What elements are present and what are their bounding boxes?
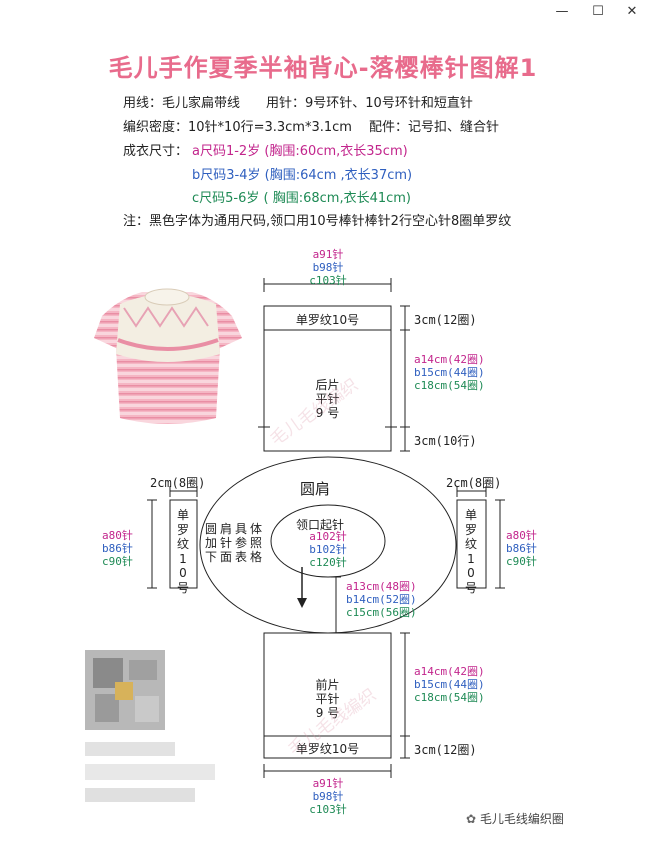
- yoke-title: 圆肩: [300, 480, 331, 498]
- front-name: 前片: [315, 678, 340, 692]
- left-sleeve-dim: 2cm(8圈): [150, 476, 206, 490]
- maximize-button[interactable]: ☐: [592, 4, 604, 19]
- front-needle: 9 号: [315, 706, 340, 720]
- vest-photo: [94, 288, 242, 424]
- blurred-image: [85, 650, 215, 802]
- gauge-info: 编织密度：10针*10行=3.3cm*3.1cm: [123, 120, 352, 135]
- neck-label: 领口起针: [296, 518, 345, 532]
- yoke-note-col1: 圆加下: [204, 522, 217, 564]
- back-length-b: b15cm(44圈): [414, 366, 485, 379]
- wechat-icon: ✿: [466, 812, 477, 826]
- needle-info: 用针：9号环针、10号环针和短直针: [266, 96, 473, 111]
- yoke-depth-c: c15cm(56圈): [346, 606, 417, 619]
- front-length-b: b15cm(44圈): [414, 678, 485, 691]
- left-sleeve-count-c: c90针: [102, 555, 133, 568]
- right-sleeve-dim: 2cm(8圈): [446, 476, 502, 490]
- neck-count-c: c120针: [309, 556, 347, 569]
- front-length-c: c18cm(54圈): [414, 691, 485, 704]
- back-name: 后片: [315, 378, 340, 392]
- right-sleeve-count-c: c90针: [506, 555, 537, 568]
- front-stitch: 平针: [315, 692, 340, 706]
- right-sleeve-count-b: b86针: [506, 542, 537, 555]
- size-label: 成衣尺寸：: [123, 144, 189, 159]
- note-info: 注：黑色字体为通用尺码,领口用10号棒针棒针2行空心针8圈单罗纹: [123, 214, 512, 229]
- back-top-count-c: c103针: [309, 274, 347, 287]
- back-needle: 9 号: [315, 406, 340, 420]
- back-top-count-a: a91针: [312, 248, 344, 261]
- close-button[interactable]: ✕: [626, 4, 638, 19]
- yarn-info: 用线：毛儿家扁带线: [123, 96, 241, 111]
- front-rib-label: 单罗纹10号: [295, 742, 360, 756]
- left-sleeve-count-b: b86针: [102, 542, 133, 555]
- yoke-note-col4: 体照格: [249, 522, 262, 564]
- yoke-depth-a: a13cm(48圈): [346, 580, 417, 593]
- front-bottom-dim: 3cm(12圈): [414, 743, 477, 757]
- yoke-note-col3: 具参表: [234, 522, 247, 564]
- back-length-c: c18cm(54圈): [414, 379, 485, 392]
- neck-count-b: b102针: [309, 543, 347, 556]
- yoke-depth-b: b14cm(52圈): [346, 593, 417, 606]
- back-stitch: 平针: [315, 392, 340, 406]
- minimize-button[interactable]: —: [555, 4, 569, 19]
- page-title: 毛儿手作夏季半袖背心-落樱棒针图解1: [108, 54, 538, 82]
- front-length-a: a14cm(42圈): [414, 665, 485, 678]
- accessories-info: 配件：记号扣、缝合针: [369, 120, 500, 135]
- right-sleeve-rib: 单罗纹10号: [464, 508, 477, 595]
- front-bottom-count-a: a91针: [312, 777, 344, 790]
- neck-count-a: a102针: [309, 530, 347, 543]
- back-length-a: a14cm(42圈): [414, 353, 485, 366]
- size-c-info: c尺码5-6岁 ( 胸围:68cm,衣长41cm): [192, 191, 412, 206]
- back-top-count-b: b98针: [312, 261, 344, 274]
- right-sleeve-count-a: a80针: [506, 529, 537, 542]
- back-bottom-dim: 3cm(10行): [414, 434, 477, 448]
- brand-text: 毛儿毛线编织圈: [479, 812, 564, 826]
- front-bottom-count-c: c103针: [309, 803, 347, 816]
- size-a-info: a尺码1-2岁 (胸围:60cm,衣长35cm): [192, 144, 408, 159]
- size-b-info: b尺码3-4岁 (胸围:64cm ,衣长37cm): [192, 168, 413, 183]
- left-sleeve-rib: 单罗纹10号: [176, 508, 189, 595]
- back-rib-label: 单罗纹10号: [295, 313, 360, 327]
- back-top-dim: 3cm(12圈): [414, 313, 477, 327]
- yoke-note-col2: 肩针面: [219, 522, 232, 564]
- front-bottom-count-b: b98针: [312, 790, 344, 803]
- brand-watermark: ✿ 毛儿毛线编织圈: [466, 810, 564, 827]
- left-sleeve-count-a: a80针: [102, 529, 133, 542]
